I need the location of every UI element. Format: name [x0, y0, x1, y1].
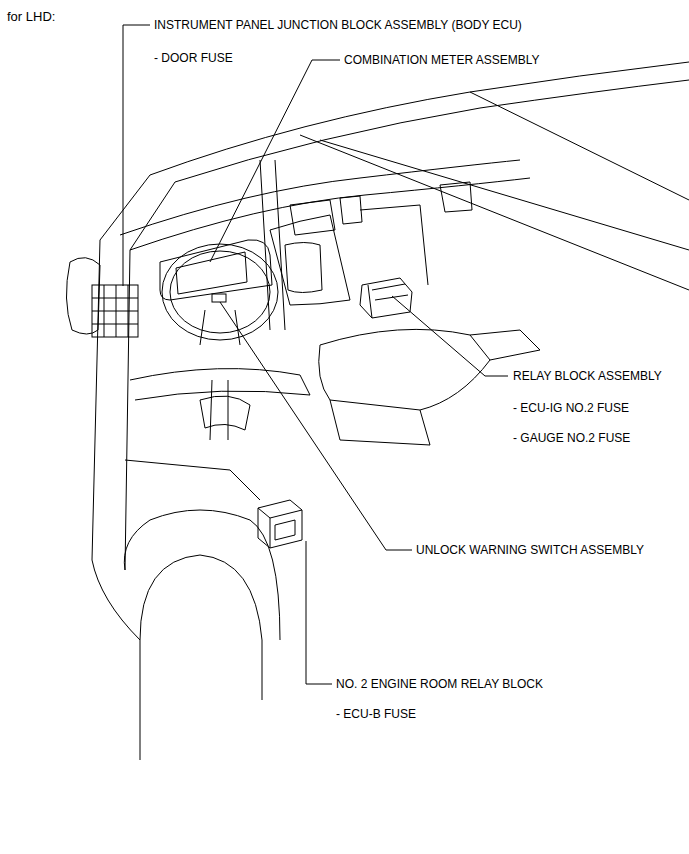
part-label: COMBINATION METER ASSEMBLY: [343, 53, 541, 67]
part-label: - ECU-B FUSE: [335, 707, 417, 721]
part-label: - ECU-IG NO.2 FUSE: [512, 401, 630, 415]
part-label: - DOOR FUSE: [153, 51, 234, 65]
part-label: INSTRUMENT PANEL JUNCTION BLOCK ASSEMBLY…: [153, 18, 523, 32]
part-label: NO. 2 ENGINE ROOM RELAY BLOCK: [335, 677, 544, 691]
diagram-title: for LHD:: [6, 10, 56, 24]
part-label: - GAUGE NO.2 FUSE: [512, 431, 631, 445]
part-label: RELAY BLOCK ASSEMBLY: [512, 369, 663, 383]
part-label: UNLOCK WARNING SWITCH ASSEMBLY: [415, 543, 645, 557]
